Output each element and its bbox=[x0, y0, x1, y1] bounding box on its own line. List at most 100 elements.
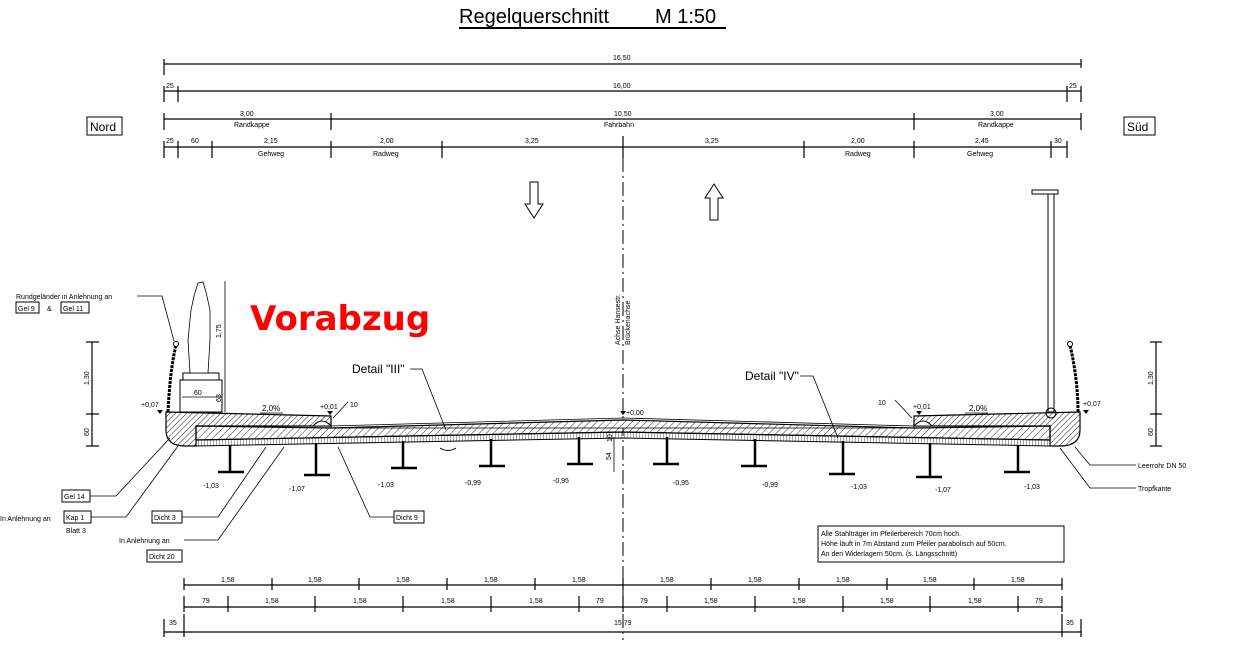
railing-text: Rundgeländer in Anlehnung an bbox=[16, 294, 112, 301]
kap1-ref: Kap 1 bbox=[66, 515, 84, 522]
slope-right: 2,0% bbox=[969, 404, 987, 413]
gel14-ref: Gel 14 bbox=[64, 494, 85, 501]
dim-text: 1,58 bbox=[923, 577, 937, 584]
dim-text: 16,00 bbox=[613, 83, 631, 90]
dim-text: 79 bbox=[640, 598, 648, 605]
detail-iv-label: Detail "IV" bbox=[745, 369, 799, 383]
elev-axis: +0,00 bbox=[626, 410, 644, 417]
axis-dim: 10 bbox=[607, 434, 614, 442]
left-railing bbox=[166, 341, 179, 413]
dim-label: Radweg bbox=[373, 151, 399, 158]
dicht9-callout: Dicht 9 bbox=[337, 446, 425, 524]
dim-text: 25 bbox=[1069, 83, 1077, 90]
dicht9-ref: Dicht 9 bbox=[396, 515, 418, 522]
girder-elev: -1,03 bbox=[203, 483, 219, 490]
dim-text: 1,58 bbox=[836, 577, 850, 584]
figure-height-dim: 1,75 bbox=[216, 324, 223, 338]
elev-right-edge: +0,07 bbox=[1083, 401, 1101, 408]
dim-text: 1,58 bbox=[748, 577, 762, 584]
dim-label: Radweg bbox=[845, 151, 871, 158]
dim-text: 2,00 bbox=[380, 138, 394, 145]
dim-text: 2,15 bbox=[264, 138, 278, 145]
dim-text: 2,00 bbox=[851, 138, 865, 145]
cap-height-dim: 60 bbox=[84, 428, 91, 436]
pedestal-width-dim: 60 bbox=[194, 390, 202, 397]
dim-text: 1,58 bbox=[441, 598, 455, 605]
detail-iii-callout: Detail "III" bbox=[352, 362, 457, 451]
dicht20-callout: In Anlehnung an Dicht 20 bbox=[119, 446, 285, 563]
axis-label: Achse Hansestr. bbox=[615, 294, 622, 345]
dim-text: 1,58 bbox=[968, 598, 982, 605]
dim-text: 1,58 bbox=[265, 598, 279, 605]
watermark-vorabzug: Vorabzug bbox=[250, 299, 430, 339]
elev-left-edge: +0,07 bbox=[141, 402, 159, 409]
dim-text: 1,58 bbox=[704, 598, 718, 605]
dim-text: 79 bbox=[1035, 598, 1043, 605]
dim-text: 25 bbox=[166, 83, 174, 90]
dim-text: 1,58 bbox=[484, 577, 498, 584]
kap-prefix: In Anlehnung an bbox=[0, 516, 51, 523]
note-line: Höhe läuft in 7m Abstand zum Pfeiler par… bbox=[821, 541, 1007, 548]
nord-text: Nord bbox=[90, 120, 116, 134]
dim-total: 16,50 bbox=[613, 55, 631, 62]
elev-left-curb: +0,01 bbox=[320, 404, 338, 411]
girder-elev: -0,99 bbox=[762, 482, 778, 489]
blatt-ref: Blatt 3 bbox=[66, 528, 86, 535]
detail-iii-label: Detail "III" bbox=[352, 362, 405, 376]
left-height-dims: 1,30 60 bbox=[84, 341, 99, 447]
dim-text: 3,25 bbox=[525, 138, 539, 145]
dim-text: 1,58 bbox=[396, 577, 410, 584]
leerrohr-callout: Leerrohr DN 50 bbox=[1074, 446, 1186, 470]
dicht20-ref: Dicht 20 bbox=[149, 554, 175, 561]
gel14-callout: Gel 14 bbox=[61, 437, 171, 503]
dim-text: 1,58 bbox=[660, 577, 674, 584]
dim-text: 35 bbox=[169, 620, 177, 627]
dim-label: Randkappe bbox=[978, 122, 1014, 129]
right-railing bbox=[1067, 341, 1080, 413]
rail-height-dim: 1,30 bbox=[1148, 371, 1155, 385]
dim-text: 25 bbox=[166, 138, 174, 145]
dim-text: 2,45 bbox=[975, 138, 989, 145]
title-text: Regelquerschnitt bbox=[459, 6, 610, 28]
arrow-down-icon bbox=[524, 181, 544, 219]
bridge-axis-line: Achse Hansestr. Brückenachse bbox=[615, 158, 632, 640]
curb-height: 10 bbox=[878, 400, 886, 407]
dim-text: 79 bbox=[596, 598, 604, 605]
dicht20-prefix: In Anlehnung an bbox=[119, 538, 170, 545]
note-line: An den Widerlagern 50cm. (s. Längsschnit… bbox=[821, 551, 957, 558]
gel11-ref: Gel 11 bbox=[63, 306, 83, 313]
dim-text: 30 bbox=[1054, 138, 1062, 145]
dim-text: 1,58 bbox=[572, 577, 586, 584]
dim-text: 10,50 bbox=[614, 111, 632, 118]
dim-text: 1,58 bbox=[1011, 577, 1025, 584]
girder-elev: -0,99 bbox=[465, 480, 481, 487]
dim-text: 79 bbox=[202, 598, 210, 605]
drawing-title: Regelquerschnitt M 1:50 bbox=[459, 6, 726, 29]
side-label-nord: Nord bbox=[86, 116, 123, 136]
dim-text: 1,58 bbox=[221, 577, 235, 584]
slope-left: 2,0% bbox=[262, 404, 280, 413]
note-box: Alle Stahlträger im Pfeilerbereich 70cm … bbox=[817, 525, 1065, 563]
amp: & bbox=[47, 306, 52, 313]
girder-elev: -0,95 bbox=[553, 478, 569, 485]
gel9-ref: Gel 9 bbox=[18, 306, 35, 313]
girder-elevations: -1,03 -1,07 -1,03 -0,99 -0,95 -0,95 -0,9… bbox=[203, 478, 1040, 494]
lighting-pole bbox=[1031, 189, 1059, 419]
dim-text: 1,58 bbox=[792, 598, 806, 605]
girder-elev: -1,03 bbox=[851, 484, 867, 491]
axis-dim: 54 bbox=[606, 452, 613, 460]
slope-annotations: 2,0% 2,0% +0,01 10 +0,01 10 +0,00 10 54 bbox=[260, 399, 988, 472]
dim-text: 3,25 bbox=[705, 138, 719, 145]
girder-elev: -1,07 bbox=[935, 487, 951, 494]
dim-label: Randkappe bbox=[234, 122, 270, 129]
dim-text: 1,58 bbox=[529, 598, 543, 605]
dim-text: 3,00 bbox=[990, 111, 1004, 118]
dicht3-callout: Dicht 3 bbox=[151, 446, 267, 524]
dicht3-ref: Dicht 3 bbox=[154, 515, 176, 522]
note-line: Alle Stahlträger im Pfeilerbereich 70cm … bbox=[821, 531, 961, 538]
scale-text: M 1:50 bbox=[655, 6, 716, 28]
dim-text: 60 bbox=[191, 138, 199, 145]
curb-height: 10 bbox=[350, 402, 358, 409]
girder-elev: -0,95 bbox=[673, 480, 689, 487]
sued-text: Süd bbox=[1127, 120, 1148, 134]
